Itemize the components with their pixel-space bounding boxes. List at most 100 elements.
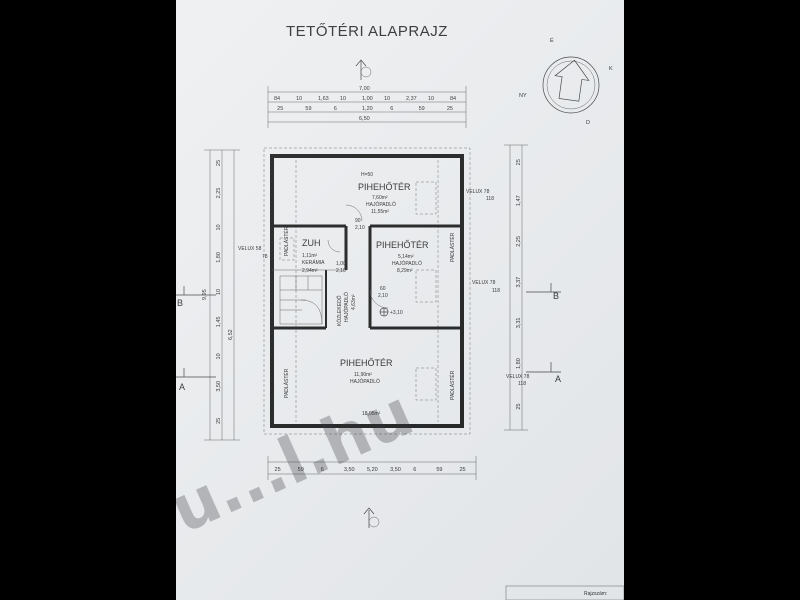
level-marker-icon [379,307,389,317]
velux-label-2: VELUX 78 [472,280,496,286]
door-3-width: 1,00 [336,261,346,267]
room-1-name: PIHEHŐTÉR [358,182,411,192]
dim-left-value: 10 [216,289,222,295]
compass-east-label: K [609,66,613,72]
door-1-height: 2,10 [355,225,365,231]
dim-left-total: 9,95 [202,289,208,300]
room-1-extra: 11,55m² [371,209,389,215]
door-3-height: 2,10 [336,268,346,274]
dim-top-value: 2,37 [406,96,417,102]
dim-top-total-2: 6,50 [359,116,370,122]
dim-top-value-2: 6 [334,106,337,112]
room-2-floor: KERÁMIA [302,259,325,266]
room-5-floor: HAJÓPADLÓ [350,378,380,385]
attic-space-label-1: PADLÁSTÉR [283,226,290,256]
section-line-a [176,362,561,378]
dim-left-total-2: 6,52 [228,329,234,340]
room-4-area: 4,63m² [351,294,357,310]
velux-label-4b: 78 [262,254,268,260]
room-1-floor: HAJÓPADLÓ [366,201,396,208]
velux-label-3: VELUX 78 [506,374,530,380]
velux-label-4: VELUX 58 [238,246,262,252]
dim-top-value-2: 6 [390,106,393,112]
room-3-extra: 8,29m² [397,268,413,274]
dim-top-total: 7,00 [359,86,370,92]
attic-space-label-3: PADLÁSTÉR [283,368,290,398]
room-2-name: ZUH [302,238,321,248]
door-2-width: 60 [380,286,386,292]
label-h50: H=50 [361,172,373,178]
title-block-label: Rajzszám: [584,591,607,597]
dim-top-value: 10 [340,96,346,102]
dim-left-value: 1,45 [216,317,222,328]
stairs [279,275,323,325]
velux-label-2b: 118 [492,288,500,294]
dim-bottom-value: 59 [298,467,304,473]
dim-bottom-value: 3,50 [344,467,355,473]
room-5-area: 11,90m² [354,372,372,378]
velux-window-4 [279,237,295,261]
section-a-left: A [179,382,185,392]
dim-left-value: 10 [216,224,222,230]
dim-left-value: 1,80 [216,252,222,263]
section-marker-bottom [363,507,380,528]
title-block [505,585,624,600]
compass-north-label: É [550,37,554,44]
attic-space-label-2: PADLÁSTÉR [449,232,456,262]
section-marker-top [355,59,372,80]
dim-right-value: 3,31 [516,317,522,328]
room-5-name: PIHEHŐTÉR [340,358,393,368]
velux-label-1b: 118 [486,196,494,202]
dim-right-value: 25 [516,404,522,410]
roof-outline [263,147,471,435]
dim-top-value-2: 59 [419,106,425,112]
door-swing-3 [327,239,341,253]
attic-space-label-4: PADLÁSTÉR [449,370,456,400]
room-3-floor: HAJÓPADLÓ [392,260,422,267]
velux-label-3b: 118 [518,381,526,387]
section-a-right: A [555,374,561,384]
dim-left-value: 3,50 [216,381,222,392]
interior-walls [272,224,462,330]
dim-top-value: 1,00 [362,96,373,102]
dim-left-value: 25 [216,160,222,166]
dim-bottom-value: 25 [275,467,281,473]
door-swing-1 [345,204,363,222]
velux-window-1 [415,181,437,215]
dim-bottom-value: 3,50 [390,467,401,473]
room-4-name: KÖZLEKEDŐ [336,295,343,326]
room-5-extra: 18,05m² [362,411,381,417]
dim-top-value-2: 25 [447,106,453,112]
dim-top-value: 10 [384,96,390,102]
room-2-area: 1,11m² [302,253,318,259]
dim-top-value: 1,63 [318,96,329,102]
velux-window-3 [415,367,437,401]
dim-top-value-2: 1,20 [362,106,373,112]
velux-label-1: VELUX 78 [466,189,490,195]
compass-icon [542,56,600,114]
plan-title: TETŐTÉRI ALAPRAJZ [286,23,448,40]
room-1-area: 7,60m² [372,195,388,201]
section-b-right: B [553,291,559,301]
velux-window-2 [415,269,437,303]
bottom-dimensions [267,456,477,480]
dim-bottom-value: 6 [413,467,416,473]
section-b-left: B [177,298,183,308]
outer-wall [270,154,464,428]
dim-right-value: 1,80 [516,358,522,369]
section-line-b [176,283,561,296]
dim-left-value: 25 [216,418,222,424]
dim-left-value: 2,25 [216,188,222,199]
room-3-area: 5,14m² [398,254,414,260]
dim-right-value: 25 [516,159,522,165]
dim-left-column: 25 2,25 10 1,80 10 1,45 10 3,50 25 [216,160,222,424]
watermark-text: Tu...l.hu [176,376,424,563]
room-4-floor: HAJÓPADLÓ [343,292,350,322]
dim-left-value: 10 [216,353,222,359]
door-swing-2 [369,289,389,309]
